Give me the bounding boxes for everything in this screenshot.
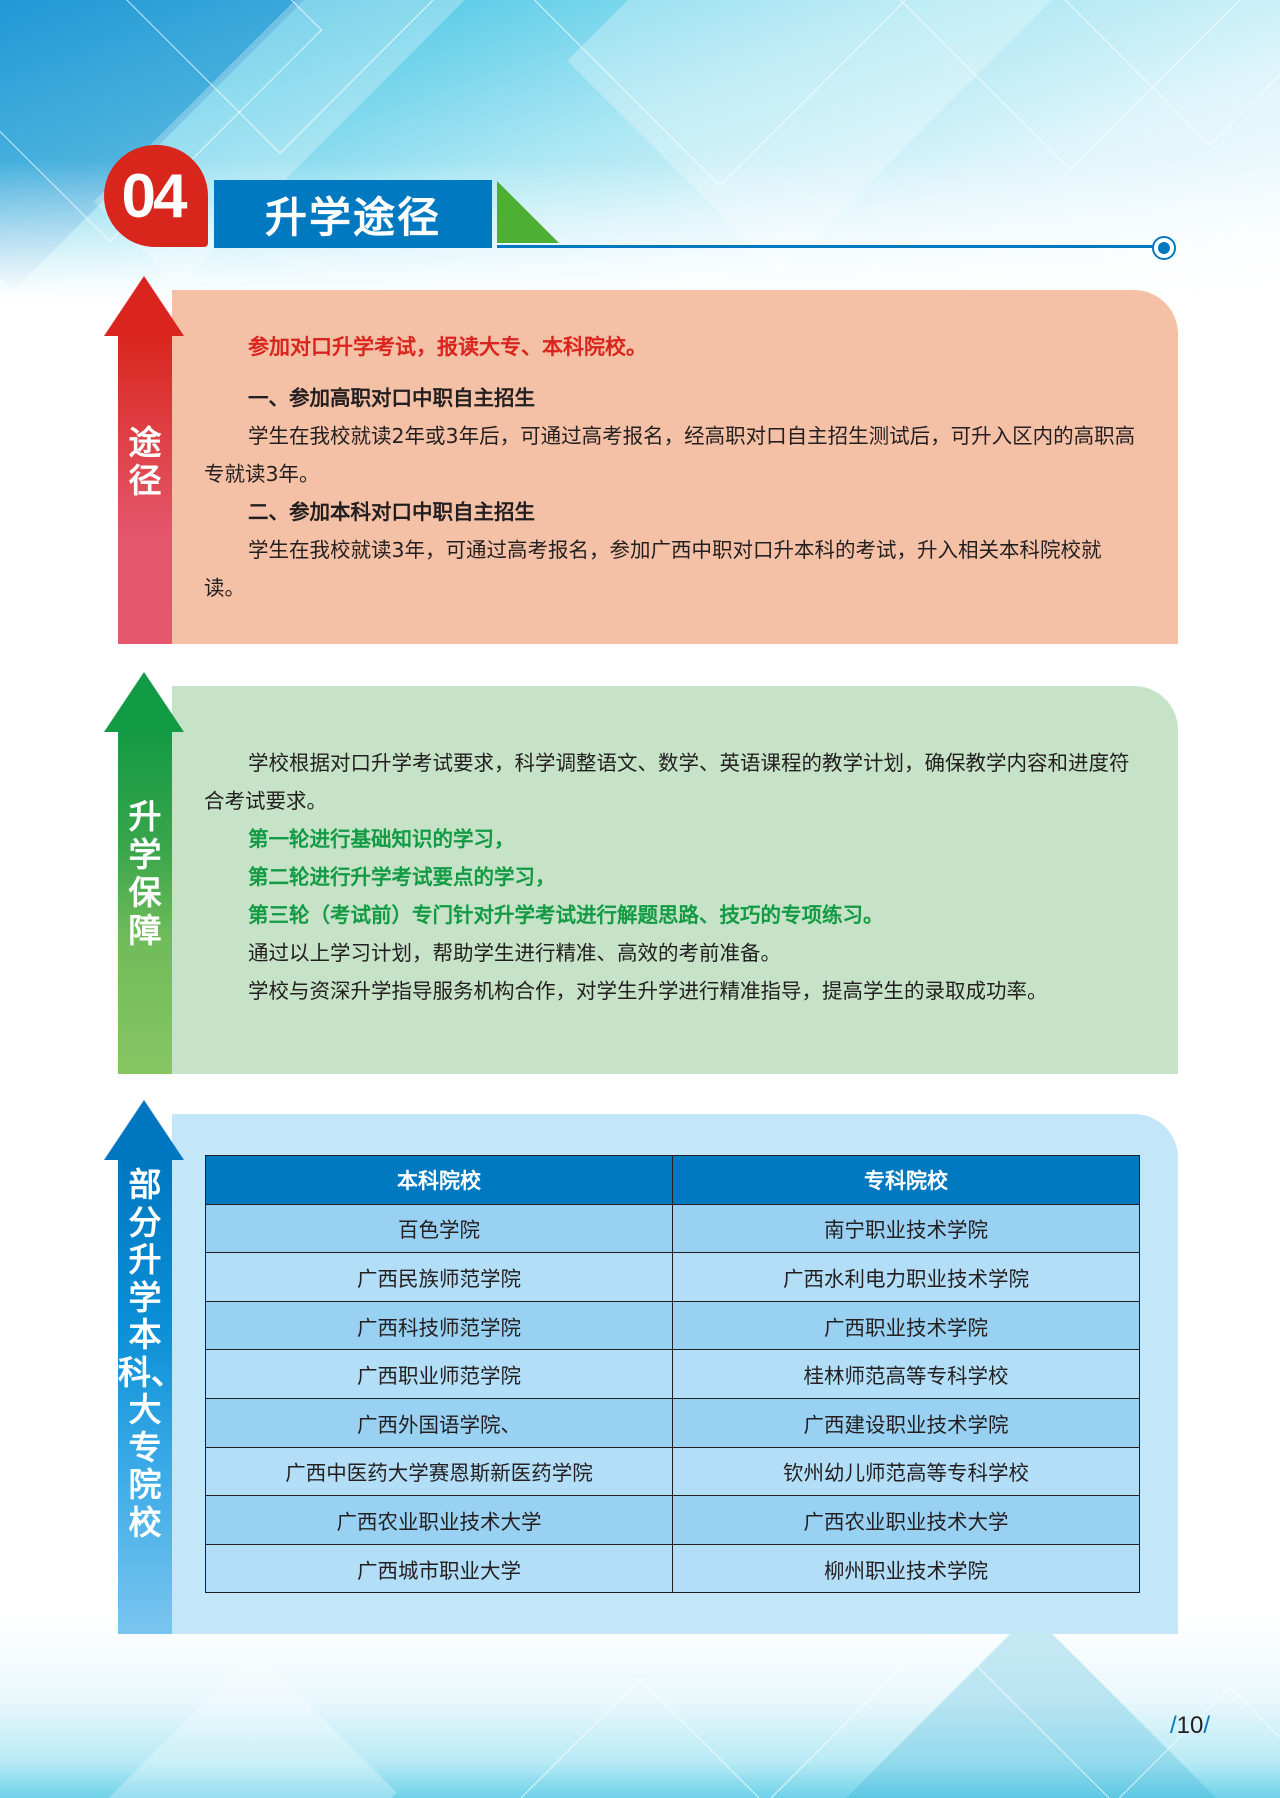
table-row: 广西职业师范学院 桂林师范高等专科学校: [205, 1349, 1140, 1399]
pathway-item-title: 二、参加本科对口中职自主招生: [248, 500, 535, 524]
arrow-head: [104, 672, 184, 732]
arrow-head: [104, 276, 184, 336]
footer-background: [0, 1618, 1280, 1798]
bg-line: [470, 1678, 810, 1798]
header-divider-line: [497, 245, 1157, 248]
page-slash-left: /: [1170, 1712, 1177, 1739]
table-cell: 桂林师范高等专科学校: [672, 1349, 1140, 1399]
column-header-junior-college: 专科院校: [672, 1155, 1140, 1205]
arrow-head: [104, 1100, 184, 1160]
table-cell: 广西职业师范学院: [205, 1349, 673, 1399]
arrow-shaft: [118, 1158, 172, 1634]
section-guarantee: 升学保障 学校根据对口升学考试要求，科学调整语文、数学、英语课程的教学计划，确保…: [104, 672, 1178, 1074]
pathway-content: 参加对口升学考试，报读大专、本科院校。 一、参加高职对口中职自主招生 学生在我校…: [204, 328, 1142, 607]
schools-table: 本科院校 专科院校 百色学院 南宁职业技术学院 广西民族师范学院 广西水利电力职…: [205, 1155, 1140, 1594]
guarantee-panel: [172, 686, 1178, 1074]
table-header-row: 本科院校 专科院校: [205, 1155, 1140, 1205]
table-row: 广西城市职业大学 柳州职业技术学院: [205, 1543, 1140, 1594]
pathway-item-title: 一、参加高职对口中职自主招生: [248, 386, 535, 410]
study-round: 第三轮（考试前）专门针对升学考试进行解题思路、技巧的专项练习。: [248, 903, 884, 927]
table-cell: 广西外国语学院、: [205, 1397, 673, 1448]
table-cell: 百色学院: [205, 1203, 673, 1254]
table-cell: 广西民族师范学院: [205, 1252, 673, 1302]
table-row: 广西民族师范学院 广西水利电力职业技术学院: [205, 1252, 1140, 1302]
page-title: 升学途径: [214, 180, 492, 248]
table-cell: 广西职业技术学院: [672, 1300, 1140, 1351]
table-row: 广西中医药大学赛恩斯新医药学院 钦州幼儿师范高等专科学校: [205, 1446, 1140, 1497]
table-row: 广西农业职业技术大学 广西农业职业技术大学: [205, 1495, 1140, 1545]
pathway-headline: 参加对口升学考试，报读大专、本科院校。: [248, 335, 647, 359]
arrow-shaft: [118, 730, 172, 1074]
table-cell: 广西农业职业技术大学: [672, 1495, 1140, 1545]
section-label: 途径: [128, 423, 162, 500]
up-arrow-icon: 部分升学本科、大专院校: [104, 1100, 184, 1634]
guarantee-content: 学校根据对口升学考试要求，科学调整语文、数学、英语课程的教学计划，确保教学内容和…: [204, 744, 1142, 1010]
arrow-shaft: [118, 334, 172, 644]
page-number-value: 10: [1176, 1712, 1204, 1739]
table-cell: 南宁职业技术学院: [672, 1203, 1140, 1254]
table-row: 百色学院 南宁职业技术学院: [205, 1203, 1140, 1254]
target-dot-icon: [1152, 236, 1176, 260]
up-arrow-icon: 升学保障: [104, 672, 184, 1074]
table-cell: 钦州幼儿师范高等专科学校: [672, 1446, 1140, 1497]
pathway-panel: [172, 290, 1178, 644]
guarantee-closing: 学校与资深升学指导服务机构合作，对学生升学进行精准指导，提高学生的录取成功率。: [248, 979, 1048, 1003]
section-label: 升学保障: [128, 797, 162, 950]
up-arrow-icon: 途径: [104, 276, 184, 644]
section-pathway: 途径 参加对口升学考试，报读大专、本科院校。 一、参加高职对口中职自主招生 学生…: [104, 276, 1178, 644]
study-round: 第一轮进行基础知识的学习，: [248, 827, 515, 851]
table-cell: 广西城市职业大学: [205, 1543, 673, 1594]
bg-band: [43, 1651, 397, 1798]
table-cell: 广西科技师范学院: [205, 1300, 673, 1351]
guarantee-closing: 通过以上学习计划，帮助学生进行精准、高效的考前准备。: [248, 941, 781, 965]
page-number: /10/: [1170, 1712, 1210, 1740]
section-number-badge: 04: [104, 145, 208, 247]
study-round: 第二轮进行升学考试要点的学习，: [248, 865, 556, 889]
column-header-undergraduate: 本科院校: [205, 1155, 673, 1205]
guarantee-intro: 学校根据对口升学考试要求，科学调整语文、数学、英语课程的教学计划，确保教学内容和…: [204, 751, 1130, 813]
section-schools: 部分升学本科、大专院校 本科院校 专科院校 百色学院 南宁职业技术学院 广西民族…: [104, 1100, 1178, 1634]
table-cell: 广西农业职业技术大学: [205, 1495, 673, 1545]
table-cell: 广西中医药大学赛恩斯新医药学院: [205, 1446, 673, 1497]
section-label: 部分升学本科、大专院校: [118, 1165, 184, 1542]
table-cell: 广西建设职业技术学院: [672, 1397, 1140, 1448]
header-background: [0, 0, 1280, 300]
table-cell: 柳州职业技术学院: [672, 1543, 1140, 1594]
pathway-item-text: 学生在我校就读3年，可通过高考报名，参加广西中职对口升本科的考试，升入相关本科院…: [204, 538, 1102, 600]
table-row: 广西外国语学院、 广西建设职业技术学院: [205, 1397, 1140, 1448]
title-triangle-decoration: [497, 181, 559, 243]
pathway-item-text: 学生在我校就读2年或3年后，可通过高考报名，经高职对口自主招生测试后，可升入区内…: [204, 424, 1136, 486]
table-cell: 广西水利电力职业技术学院: [672, 1252, 1140, 1302]
page-slash-right: /: [1203, 1712, 1211, 1739]
table-row: 广西科技师范学院 广西职业技术学院: [205, 1300, 1140, 1351]
